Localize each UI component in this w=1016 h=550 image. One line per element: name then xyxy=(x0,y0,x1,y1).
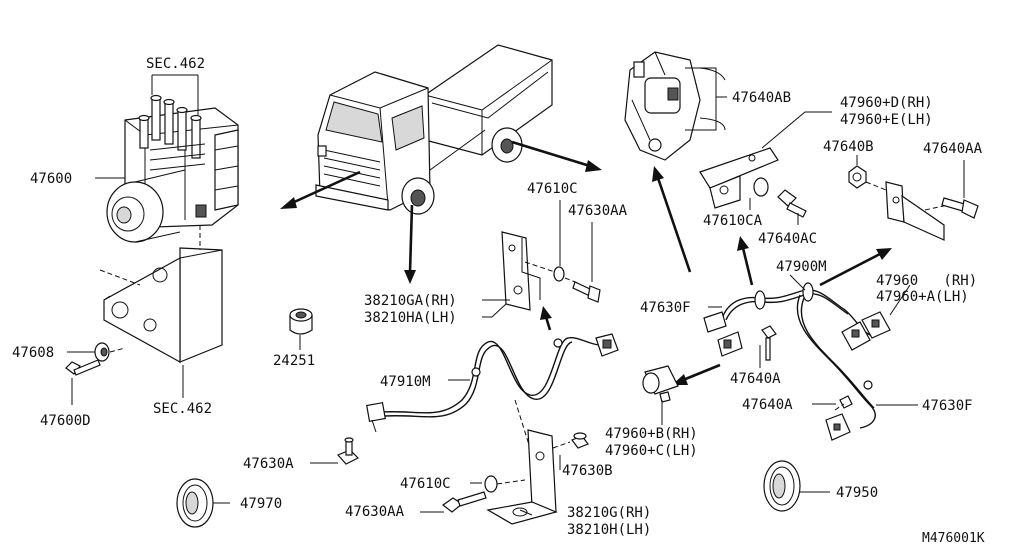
diagram-id: M476001K xyxy=(922,531,985,546)
bolt-47640AA xyxy=(941,197,979,219)
actuator-bracket xyxy=(103,247,223,364)
label-47610C-bottom: 47610C xyxy=(400,476,451,492)
bolt-47640A-mid xyxy=(761,325,777,361)
connector-pair xyxy=(841,311,891,351)
label-47960-rh: 47960 (RH) xyxy=(876,273,977,289)
actuator-pipes xyxy=(138,94,206,171)
bolt-47640AC xyxy=(777,189,807,218)
label-47630F-left: 47630F xyxy=(640,300,691,316)
bolt-47630AA-top xyxy=(572,281,601,303)
label-47610C-top: 47610C xyxy=(527,181,578,197)
label-47640A-low: 47640A xyxy=(742,397,793,413)
label-47630AA-top: 47630AA xyxy=(568,203,628,219)
label-47970: 47970 xyxy=(240,496,282,512)
seal-47950 xyxy=(763,460,801,512)
label-47900M: 47900M xyxy=(776,259,827,275)
label-47960E-lh: 47960+E(LH) xyxy=(840,112,933,128)
sensor-harness-47900M xyxy=(703,282,891,441)
bracket-47960 xyxy=(885,181,945,241)
label-47630AA-bottom: 47630AA xyxy=(345,504,405,520)
pointer-arrows xyxy=(280,140,892,385)
label-38210H-lh: 38210H(LH) xyxy=(567,522,651,538)
label-38210GA-rh: 38210GA(RH) xyxy=(364,293,457,309)
washer-47610C-bottom xyxy=(484,475,498,493)
nut-47640B xyxy=(848,165,867,189)
front-sensor-detail xyxy=(624,51,726,161)
part-labels: SEC.462 47600 47608 47600D SEC.462 24251… xyxy=(12,56,985,546)
nut-47630B xyxy=(571,432,589,449)
label-sec462-top: SEC.462 xyxy=(146,56,205,72)
label-47960D-rh: 47960+D(RH) xyxy=(840,95,933,111)
washer-47610CA xyxy=(753,177,769,197)
label-47608: 47608 xyxy=(12,345,54,361)
label-38210HA-lh: 38210HA(LH) xyxy=(364,310,457,326)
abs-actuator xyxy=(106,94,239,243)
label-47640A-mid: 47640A xyxy=(730,371,781,387)
bracket-47640AB xyxy=(699,147,779,209)
label-47630B: 47630B xyxy=(562,463,613,479)
sensor-bracket-38210G xyxy=(486,429,558,525)
truck-illustration xyxy=(315,44,553,215)
washer-47610C-top xyxy=(553,266,565,282)
bolt-47640A-low xyxy=(839,395,853,409)
sensor-harness-47910M xyxy=(366,333,619,433)
label-38210G-rh: 38210G(RH) xyxy=(567,505,651,521)
label-47640AB: 47640AB xyxy=(732,90,791,106)
label-47960B-rh: 47960+B(RH) xyxy=(605,426,698,442)
grommet-24251 xyxy=(289,308,313,335)
label-sec462-bottom: SEC.462 xyxy=(153,401,212,417)
seal-47970 xyxy=(176,478,214,528)
bolt-47630A xyxy=(336,437,360,465)
label-47630A: 47630A xyxy=(243,456,294,472)
label-47640AC: 47640AC xyxy=(758,231,817,247)
label-47640AA: 47640AA xyxy=(923,141,983,157)
label-47610CA: 47610CA xyxy=(703,213,763,229)
label-47630F-right: 47630F xyxy=(922,398,973,414)
label-47960A-lh: 47960+A(LH) xyxy=(876,289,969,305)
label-47960C-lh: 47960+C(LH) xyxy=(605,443,698,459)
bolt-47600D xyxy=(65,359,101,376)
sensor-bracket-38210GA xyxy=(501,231,541,311)
label-47910M: 47910M xyxy=(380,374,431,390)
wheel-sensor-47960B xyxy=(642,365,679,403)
label-47640B: 47640B xyxy=(823,139,874,155)
grommet-47608 xyxy=(94,342,110,362)
label-47950: 47950 xyxy=(836,485,878,501)
bolt-47630AA-bottom xyxy=(441,491,487,513)
label-47600: 47600 xyxy=(30,171,72,187)
label-24251: 24251 xyxy=(273,353,315,369)
label-47600D: 47600D xyxy=(40,413,91,429)
